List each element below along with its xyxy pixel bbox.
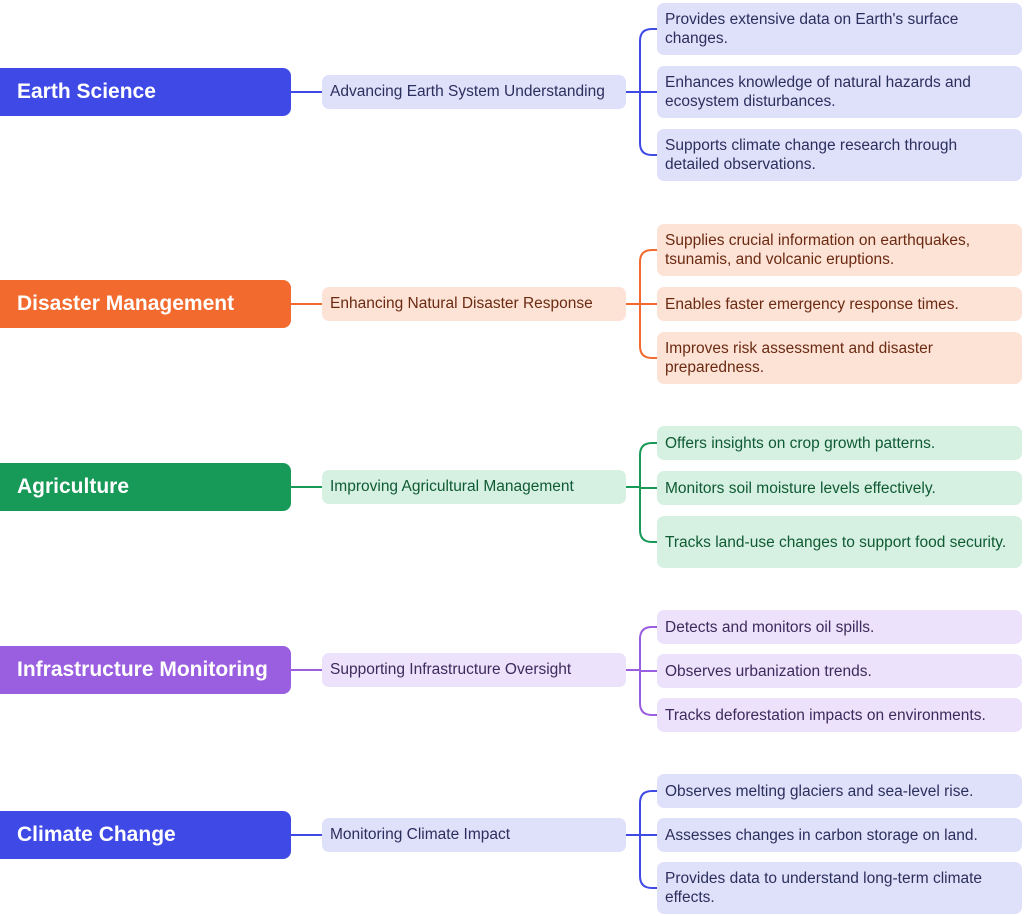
- detail-item: Observes melting glaciers and sea-level …: [657, 774, 1022, 808]
- category-infrastructure-monitoring: Infrastructure Monitoring: [0, 646, 291, 694]
- category-earth-science: Earth Science: [0, 68, 291, 116]
- category-disaster-management: Disaster Management: [0, 280, 291, 328]
- detail-item: Assesses changes in carbon storage on la…: [657, 818, 1022, 852]
- theme-infrastructure-monitoring: Supporting Infrastructure Oversight: [322, 653, 626, 687]
- detail-item: Enables faster emergency response times.: [657, 287, 1022, 321]
- connector-bracket: [639, 626, 657, 716]
- theme-agriculture: Improving Agricultural Management: [322, 470, 626, 504]
- category-agriculture: Agriculture: [0, 463, 291, 511]
- detail-item: Improves risk assessment and disaster pr…: [657, 332, 1022, 384]
- theme-climate-change: Monitoring Climate Impact: [322, 818, 626, 852]
- detail-item: Provides data to understand long-term cl…: [657, 862, 1022, 914]
- connector-bracket: [639, 442, 657, 543]
- connector-bracket: [639, 249, 657, 359]
- detail-item: Enhances knowledge of natural hazards an…: [657, 66, 1022, 118]
- theme-disaster-management: Enhancing Natural Disaster Response: [322, 287, 626, 321]
- detail-item: Offers insights on crop growth patterns.: [657, 426, 1022, 460]
- detail-item: Provides extensive data on Earth's surfa…: [657, 3, 1022, 55]
- detail-item: Monitors soil moisture levels effectivel…: [657, 471, 1022, 505]
- detail-item: Detects and monitors oil spills.: [657, 610, 1022, 644]
- detail-item: Observes urbanization trends.: [657, 654, 1022, 688]
- connector-bracket: [639, 28, 657, 156]
- theme-earth-science: Advancing Earth System Understanding: [322, 75, 626, 109]
- detail-item: Supports climate change research through…: [657, 129, 1022, 181]
- detail-item: Tracks deforestation impacts on environm…: [657, 698, 1022, 732]
- detail-item: Tracks land-use changes to support food …: [657, 516, 1022, 568]
- connector-bracket: [639, 790, 657, 889]
- category-climate-change: Climate Change: [0, 811, 291, 859]
- detail-item: Supplies crucial information on earthqua…: [657, 224, 1022, 276]
